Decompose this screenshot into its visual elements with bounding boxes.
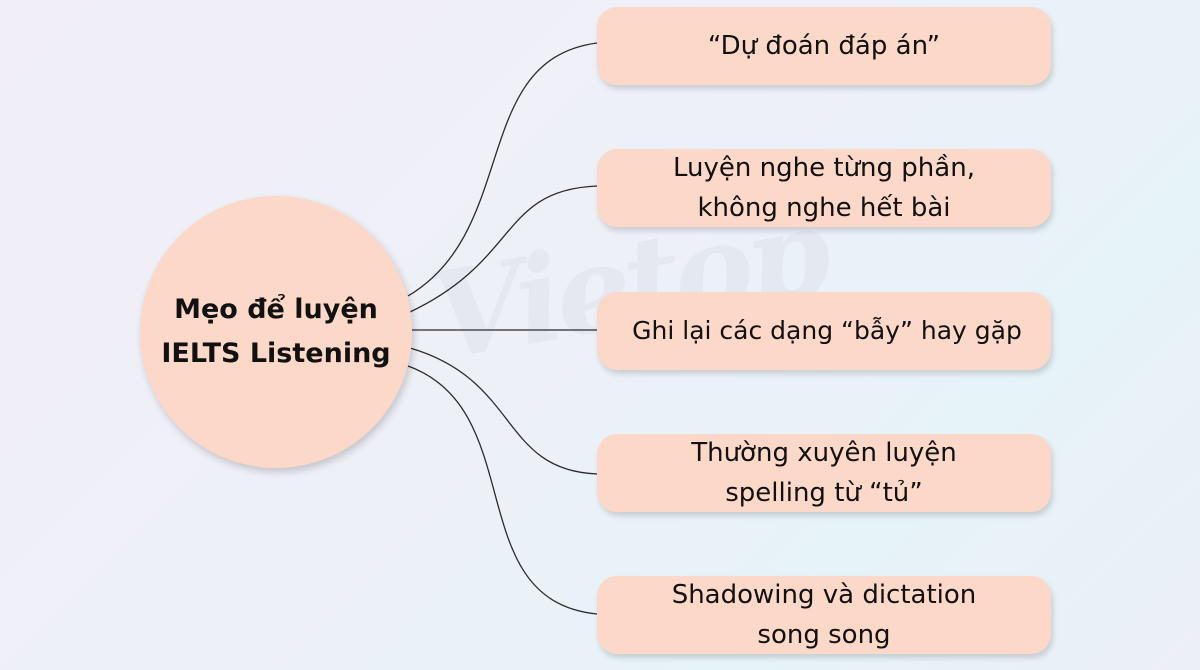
- connector-5: [407, 365, 598, 615]
- branch-node-2: Luyện nghe từng phần, không nghe hết bài: [597, 149, 1051, 227]
- branch-node-3: Ghi lại các dạng “bẫy” hay gặp: [597, 292, 1051, 370]
- branch-label-3: Ghi lại các dạng “bẫy” hay gặp: [632, 316, 1022, 345]
- connector-2: [409, 185, 598, 313]
- branch-node-1: “Dự đoán đáp án”: [597, 7, 1051, 85]
- center-node: Mẹo để luyện IELTS Listening: [140, 196, 412, 468]
- connector-4: [409, 347, 598, 475]
- branch-label-2: Luyện nghe từng phần, không nghe hết bài: [673, 153, 975, 223]
- connector-1: [407, 42, 598, 297]
- branch-label-4: Thường xuyên luyện spelling từ “tủ”: [691, 438, 957, 508]
- branch-node-5: Shadowing và dictation song song: [597, 576, 1051, 654]
- branch-label-5: Shadowing và dictation song song: [671, 580, 977, 650]
- branch-label-1: “Dự đoán đáp án”: [707, 31, 941, 61]
- branch-node-4: Thường xuyên luyện spelling từ “tủ”: [597, 434, 1051, 512]
- center-label: Mẹo để luyện IELTS Listening: [161, 294, 391, 369]
